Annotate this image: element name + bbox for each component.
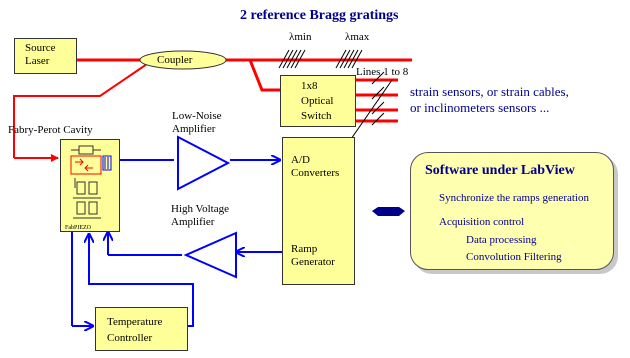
software-box: Software under LabView Synchronize the r… [410, 152, 614, 270]
switch-feed-line [248, 59, 280, 92]
fabry-perot-tag: FabPIEZO [65, 225, 91, 231]
lines-label: Lines 1 to 8 [356, 66, 409, 78]
optical-switch-label-3: Switch [301, 110, 332, 122]
source-laser-label-2: Laser [25, 55, 50, 67]
fabry-perot-cavity-box: FabPIEZO [60, 139, 120, 232]
software-item-3: Data processing [466, 234, 537, 246]
software-item-4: Convolution Filtering [466, 251, 562, 263]
software-item-1: Synchronize the ramps generation [439, 192, 589, 204]
ramp-generator-label: Ramp Generator [291, 243, 335, 269]
bragg-grating-min [278, 49, 306, 69]
software-title: Software under LabView [425, 163, 575, 178]
diagram-title: 2 reference Bragg gratings [240, 8, 399, 23]
temp-label-2: Controller [107, 332, 153, 344]
source-laser-box: Source Laser [14, 38, 77, 74]
software-item-2: Acquisition control [439, 216, 525, 228]
high-voltage-amplifier-shape [183, 231, 237, 279]
lambda-min-label: λmin [289, 31, 312, 43]
hva-label-1: High Voltage [171, 203, 229, 215]
electrical-lines [71, 160, 282, 327]
optical-switch-label-1: 1x8 [301, 80, 318, 92]
source-laser-label-1: Source [25, 42, 56, 54]
sensors-text-line-1: strain sensors, or strain cables, [410, 84, 569, 99]
bragg-grating-max [335, 49, 363, 69]
temperature-controller-box: Temperature Controller [95, 307, 188, 351]
coupler-to-cavity-line [13, 61, 151, 158]
ad-ramp-box: A/D Converters Ramp Generator [282, 137, 355, 285]
temp-feedback-line [89, 234, 194, 327]
hva-label-2: Amplifier [171, 216, 215, 228]
lna-label-1: Low-Noise [172, 110, 222, 122]
ramp-label-1: Ramp [291, 243, 318, 255]
ad-label-2: Converters [291, 167, 340, 179]
coupler-label: Coupler [157, 54, 193, 66]
optical-lines [13, 58, 412, 162]
link-arrow [372, 207, 405, 216]
ad-converters-label: A/D Converters [291, 154, 339, 180]
optical-switch-label-2: Optical [301, 95, 334, 107]
low-noise-amplifier-label: Low-Noise Amplifier [172, 110, 222, 136]
ad-label-1: A/D [291, 154, 310, 166]
coupler-shape [139, 50, 227, 70]
fabry-perot-label: Fabry-Perot Cavity [8, 124, 93, 136]
optical-switch-box: 1x8 Optical Switch [280, 75, 356, 127]
sensors-text: strain sensors, or strain cables, or inc… [410, 84, 569, 116]
temp-label-1: Temperature [107, 316, 163, 328]
high-voltage-amplifier-label: High Voltage Amplifier [171, 203, 229, 229]
sensors-text-line-2: or inclinometers sensors ... [410, 100, 550, 115]
ramp-label-2: Generator [291, 256, 335, 268]
fabry-perot-schematic [70, 145, 112, 219]
low-noise-amplifier-shape [177, 135, 231, 191]
lambda-max-label: λmax [345, 31, 370, 43]
lna-label-2: Amplifier [172, 123, 216, 135]
